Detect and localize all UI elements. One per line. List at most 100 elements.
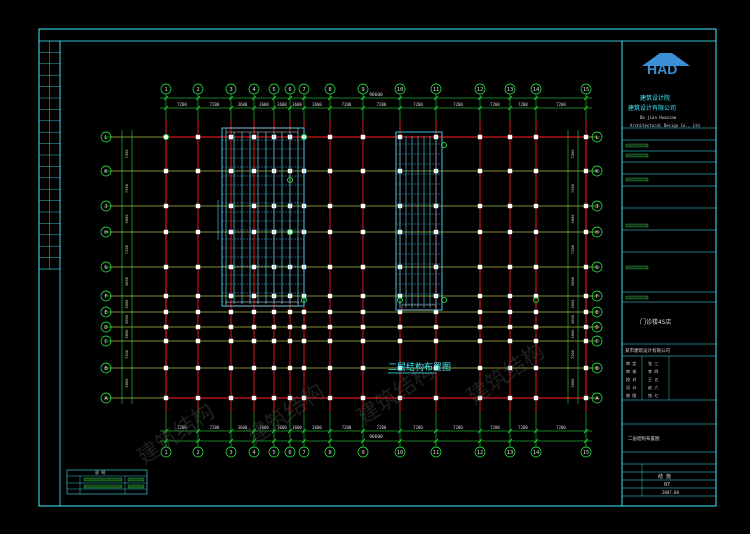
axis-label-column: 10 — [397, 87, 404, 93]
dimension-tick — [163, 428, 169, 434]
column-square — [287, 395, 293, 401]
column-square — [433, 365, 439, 371]
axis-label-row: B — [595, 366, 599, 372]
axis-bubble-row — [591, 131, 603, 143]
dimension-tick — [195, 428, 201, 434]
axis-label-row: L — [595, 135, 599, 141]
axis-label-column: 4 — [252, 87, 256, 93]
overall-dimension-top: 96600 — [369, 92, 383, 98]
column-square — [477, 229, 483, 235]
column-square — [507, 134, 513, 140]
column-square — [360, 134, 366, 140]
axis-bubble-row — [100, 131, 112, 143]
axis-label-column: 9 — [361, 450, 364, 456]
column-square — [507, 365, 513, 371]
label-strip-bottom — [225, 301, 299, 307]
column-square — [251, 395, 257, 401]
column-square — [195, 338, 201, 344]
row-dimension-right: 3600 — [570, 329, 575, 339]
bay-dimension-top: 3600 — [259, 102, 269, 107]
tb-row-1-key: 审 核 — [626, 368, 636, 374]
column-square — [228, 338, 234, 344]
section-marker — [301, 297, 307, 303]
bay-dimension-top: 7200 — [556, 102, 566, 107]
company-name-line1: 建筑设计院 — [640, 94, 670, 102]
axis-bubble-row — [591, 321, 603, 333]
axis-bubble-row — [100, 261, 112, 273]
dimension-tick — [397, 95, 403, 101]
row-dimension-right: 3600 — [570, 276, 575, 286]
dimension-tick — [251, 428, 257, 434]
column-square — [507, 264, 513, 270]
column-square — [195, 134, 201, 140]
column-square — [195, 324, 201, 330]
dimension-tick — [301, 438, 307, 444]
project-name: 门诊楼4S店 — [640, 318, 671, 326]
tb-row-3-val: 赵 六 — [648, 384, 658, 390]
bay-dimension-bottom: 7200 — [453, 425, 463, 430]
axis-label-row: A — [595, 396, 599, 402]
dimension-tick — [327, 428, 333, 434]
dimension-tick — [397, 105, 403, 111]
column-square — [507, 203, 513, 209]
axis-bubble-row — [100, 200, 112, 212]
bay-dimension-bottom: 7200 — [342, 425, 352, 430]
bay-dimension-bottom: 7200 — [556, 425, 566, 430]
column-square — [533, 134, 539, 140]
dimension-tick — [163, 95, 169, 101]
bay-dimension-bottom: 3600 — [259, 425, 269, 430]
column-square — [301, 309, 307, 315]
dimension-tick — [228, 428, 234, 434]
column-square — [195, 168, 201, 174]
dimension-tick — [228, 105, 234, 111]
column-square — [433, 324, 439, 330]
axis-bubble-row — [591, 261, 603, 273]
label-strip-right — [401, 304, 437, 311]
dimension-tick — [195, 95, 201, 101]
column-square — [327, 338, 333, 344]
dimension-tick — [533, 105, 539, 111]
column-square — [507, 168, 513, 174]
bay-dimension-top: 3600 — [292, 102, 302, 107]
column-square — [163, 203, 169, 209]
legend-swatch — [83, 477, 123, 482]
dimension-tick — [163, 438, 169, 444]
section-marker — [533, 297, 539, 303]
axis-label-column: 12 — [477, 450, 484, 456]
dimension-tick — [327, 95, 333, 101]
column-square — [228, 293, 234, 299]
column-square — [360, 203, 366, 209]
bay-dimension-top: 7200 — [342, 102, 352, 107]
column-square — [163, 395, 169, 401]
axis-label-column: 1 — [164, 450, 167, 456]
bay-dimension-bottom: 7200 — [413, 425, 423, 430]
axis-bubble-row — [591, 362, 603, 374]
row-dimension-left: 7200 — [124, 244, 129, 254]
column-square — [397, 338, 403, 344]
row-dimension-right: 3600 — [570, 299, 575, 309]
sheet-title: 二层结构布置图 — [628, 435, 660, 442]
column-square — [228, 203, 234, 209]
dimension-tick — [583, 95, 589, 101]
overall-dimension-bottom: 96600 — [369, 434, 383, 440]
dimension-tick — [287, 428, 293, 434]
dimension-tick — [433, 95, 439, 101]
column-square — [477, 324, 483, 330]
axis-label-row: C — [104, 339, 107, 345]
section-marker — [163, 134, 169, 140]
column-square — [228, 264, 234, 270]
section-marker — [397, 297, 403, 303]
axis-label-row: C — [595, 339, 598, 345]
row-dimension-left: 3600 — [124, 299, 129, 309]
column-square — [228, 324, 234, 330]
bay-dimension-bottom: 7200 — [210, 425, 220, 430]
dimension-tick — [533, 95, 539, 101]
title-block-small-label — [625, 295, 649, 300]
column-square — [533, 309, 539, 315]
dimension-tick — [583, 428, 589, 434]
axis-label-row: J — [595, 204, 598, 210]
dimension-tick — [433, 428, 439, 434]
section-marker — [441, 142, 447, 148]
dimension-tick — [360, 438, 366, 444]
column-square — [533, 324, 539, 330]
